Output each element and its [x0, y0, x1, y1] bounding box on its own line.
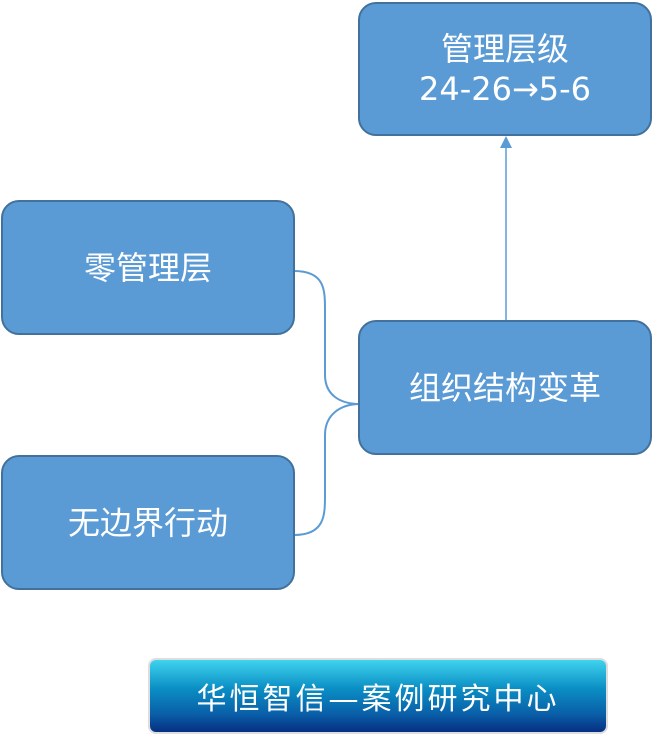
connector-left-top [293, 270, 361, 405]
connector-left-bottom [293, 403, 361, 536]
node-zero-management: 零管理层 [1, 200, 295, 335]
node-org-change: 组织结构变革 [358, 320, 652, 455]
node-top-line2: 24-26→5-6 [418, 70, 592, 108]
node-boundaryless: 无边界行动 [1, 455, 295, 590]
node-top-line1: 管理层级 [440, 30, 569, 68]
banner-logo: 华恒智信—案例研究中心 [150, 660, 606, 732]
